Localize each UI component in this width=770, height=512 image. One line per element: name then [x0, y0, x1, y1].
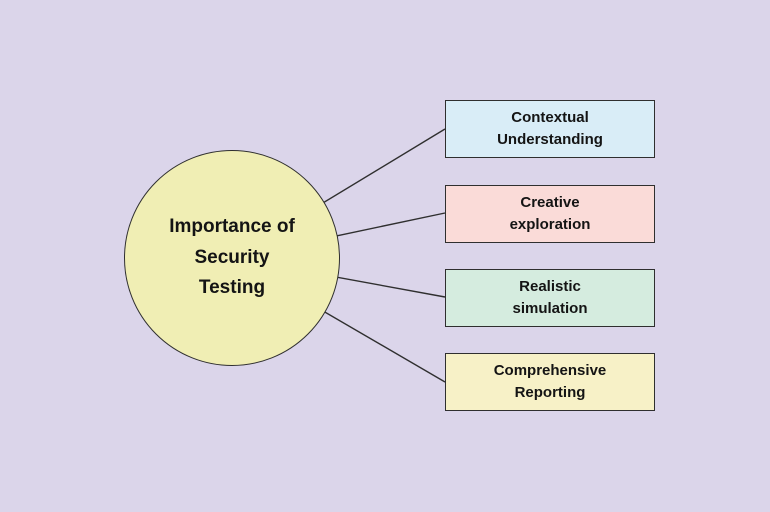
node-label: Creative exploration — [509, 193, 591, 234]
node-box-contextual-understanding: Contextual Understanding — [445, 100, 655, 158]
node-label: Comprehensive Reporting — [493, 361, 607, 402]
central-node-label: Importance of Security Testing — [169, 216, 295, 299]
node-label: Contextual Understanding — [497, 108, 603, 149]
node-box-comprehensive-reporting: Comprehensive Reporting — [445, 353, 655, 411]
node-box-creative-exploration: Creative exploration — [445, 185, 655, 243]
central-node: Importance of Security Testing — [124, 150, 340, 366]
node-box-realistic-simulation: Realistic simulation — [445, 269, 655, 327]
node-label: Realistic simulation — [512, 277, 588, 318]
